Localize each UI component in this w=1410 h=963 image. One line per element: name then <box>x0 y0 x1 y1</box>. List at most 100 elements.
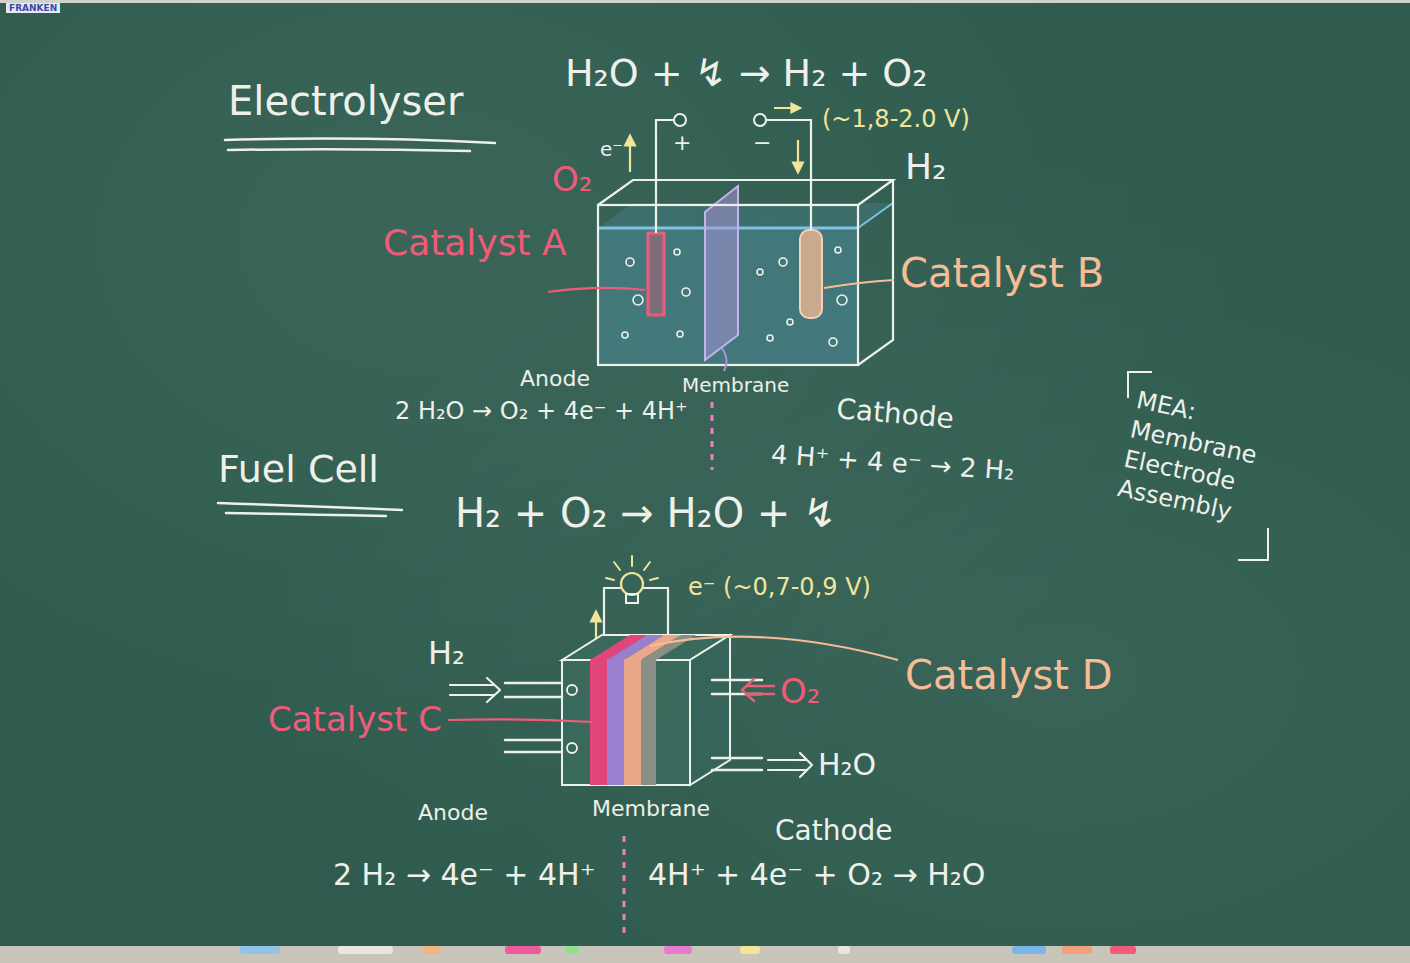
product-label: H₂O <box>818 748 876 783</box>
membrane-layer <box>607 660 624 785</box>
bubble <box>835 247 841 253</box>
bracket-corner <box>1238 528 1268 560</box>
electron-arrow <box>797 140 799 172</box>
tubes <box>505 680 762 770</box>
bubble <box>677 331 683 337</box>
bubble <box>626 258 634 266</box>
gas-label: O₂ <box>552 160 592 199</box>
electrode-label: Anode <box>418 800 488 825</box>
chalk-piece <box>424 946 440 954</box>
bubble <box>829 338 837 346</box>
underline <box>228 149 470 151</box>
membrane-plate <box>705 186 738 360</box>
bubble <box>682 288 690 296</box>
cathode-rod <box>800 230 822 318</box>
water-surface <box>598 203 893 228</box>
chalk-piece <box>338 946 393 954</box>
terminal-sign: + <box>673 130 691 155</box>
anode-rod <box>648 233 664 315</box>
tube <box>505 751 562 754</box>
leader-line <box>548 288 645 292</box>
water-outlet-arrow <box>768 753 812 777</box>
electron-label: e⁻ <box>600 138 623 161</box>
reaction-equation: H₂ + O₂ → H₂O + ↯ <box>455 490 837 536</box>
half-reaction: 2 H₂ → 4e⁻ + 4H⁺ <box>333 858 596 893</box>
membrane-divider <box>711 402 714 470</box>
voltage-note: (~1,8-2.0 V) <box>822 106 970 134</box>
port-mark <box>567 743 577 753</box>
catalyst-label: Catalyst D <box>905 652 1112 698</box>
ray <box>631 556 633 566</box>
voltage-note: e⁻ (~0,7-0,9 V) <box>688 574 871 602</box>
chalk-piece <box>1012 946 1046 954</box>
chalk-piece <box>505 946 541 954</box>
chalk-piece <box>664 946 692 954</box>
bubble <box>674 249 680 255</box>
chalk-piece <box>838 946 850 954</box>
membrane-label: Membrane <box>682 374 789 397</box>
light-bulb <box>621 573 643 595</box>
leader-line <box>650 637 898 660</box>
bubble <box>767 335 773 341</box>
definition-note: MEA: Membrane Electrode Assembly <box>1115 385 1277 531</box>
terminal-sign: − <box>753 130 771 155</box>
electron-arrow <box>629 136 631 172</box>
wire <box>656 120 674 233</box>
tube <box>712 757 762 760</box>
chalk-piece <box>1110 946 1136 954</box>
bubble <box>787 319 793 325</box>
underline <box>225 139 495 143</box>
ray <box>650 578 658 580</box>
hydrogen-inlet-arrow <box>450 678 500 702</box>
tank-front <box>598 205 858 365</box>
brand-mark: FRANKEN <box>6 3 60 13</box>
water-line <box>858 203 893 228</box>
port-mark <box>567 685 577 695</box>
board-frame <box>0 0 1410 3</box>
electrode-label: Cathode <box>835 393 955 435</box>
bulb-base <box>626 594 638 603</box>
gas-label: H₂ <box>428 635 465 672</box>
tube <box>505 682 562 685</box>
gas-layer <box>641 660 656 785</box>
electron-arrow <box>595 612 597 640</box>
half-reaction: 2 H₂O → O₂ + 4e⁻ + 4H⁺ <box>395 398 688 426</box>
tray <box>0 946 1410 963</box>
ray <box>606 578 614 580</box>
bubble <box>622 332 628 338</box>
chalk-piece <box>1062 946 1092 954</box>
electrode-label: Cathode <box>775 815 893 847</box>
chalk-tray <box>0 946 1410 963</box>
section-heading: Fuel Cell <box>218 448 379 492</box>
tube <box>505 696 562 699</box>
chalk-piece <box>240 946 280 954</box>
gas-bubbles <box>622 247 847 346</box>
chalk-piece <box>740 946 760 954</box>
gas-label: O₂ <box>780 672 820 711</box>
tank-back <box>598 180 893 365</box>
ray <box>644 562 650 570</box>
section-heading: Electrolyser <box>228 78 463 124</box>
tube <box>505 739 562 742</box>
cell-side <box>690 635 730 785</box>
wire <box>766 120 811 230</box>
cathode-layer <box>624 660 641 785</box>
bubble <box>837 295 847 305</box>
underline <box>218 503 402 510</box>
ray <box>614 562 620 570</box>
flow-arrow <box>450 678 812 777</box>
leader-line <box>824 280 894 288</box>
half-reaction: 4 H⁺ + 4 e⁻ → 2 H₂ <box>770 440 1016 487</box>
electron-arrow <box>774 107 800 109</box>
chalk-piece <box>565 946 579 954</box>
terminal <box>754 114 766 126</box>
gas-label: H₂ <box>905 146 947 187</box>
bubble <box>633 295 643 305</box>
membrane-label: Membrane <box>592 796 710 821</box>
catalyst-label: Catalyst C <box>268 700 442 739</box>
bubble <box>779 258 787 266</box>
anode-layer <box>590 660 607 785</box>
bulb-rays <box>606 556 658 580</box>
leader-line <box>448 719 592 722</box>
